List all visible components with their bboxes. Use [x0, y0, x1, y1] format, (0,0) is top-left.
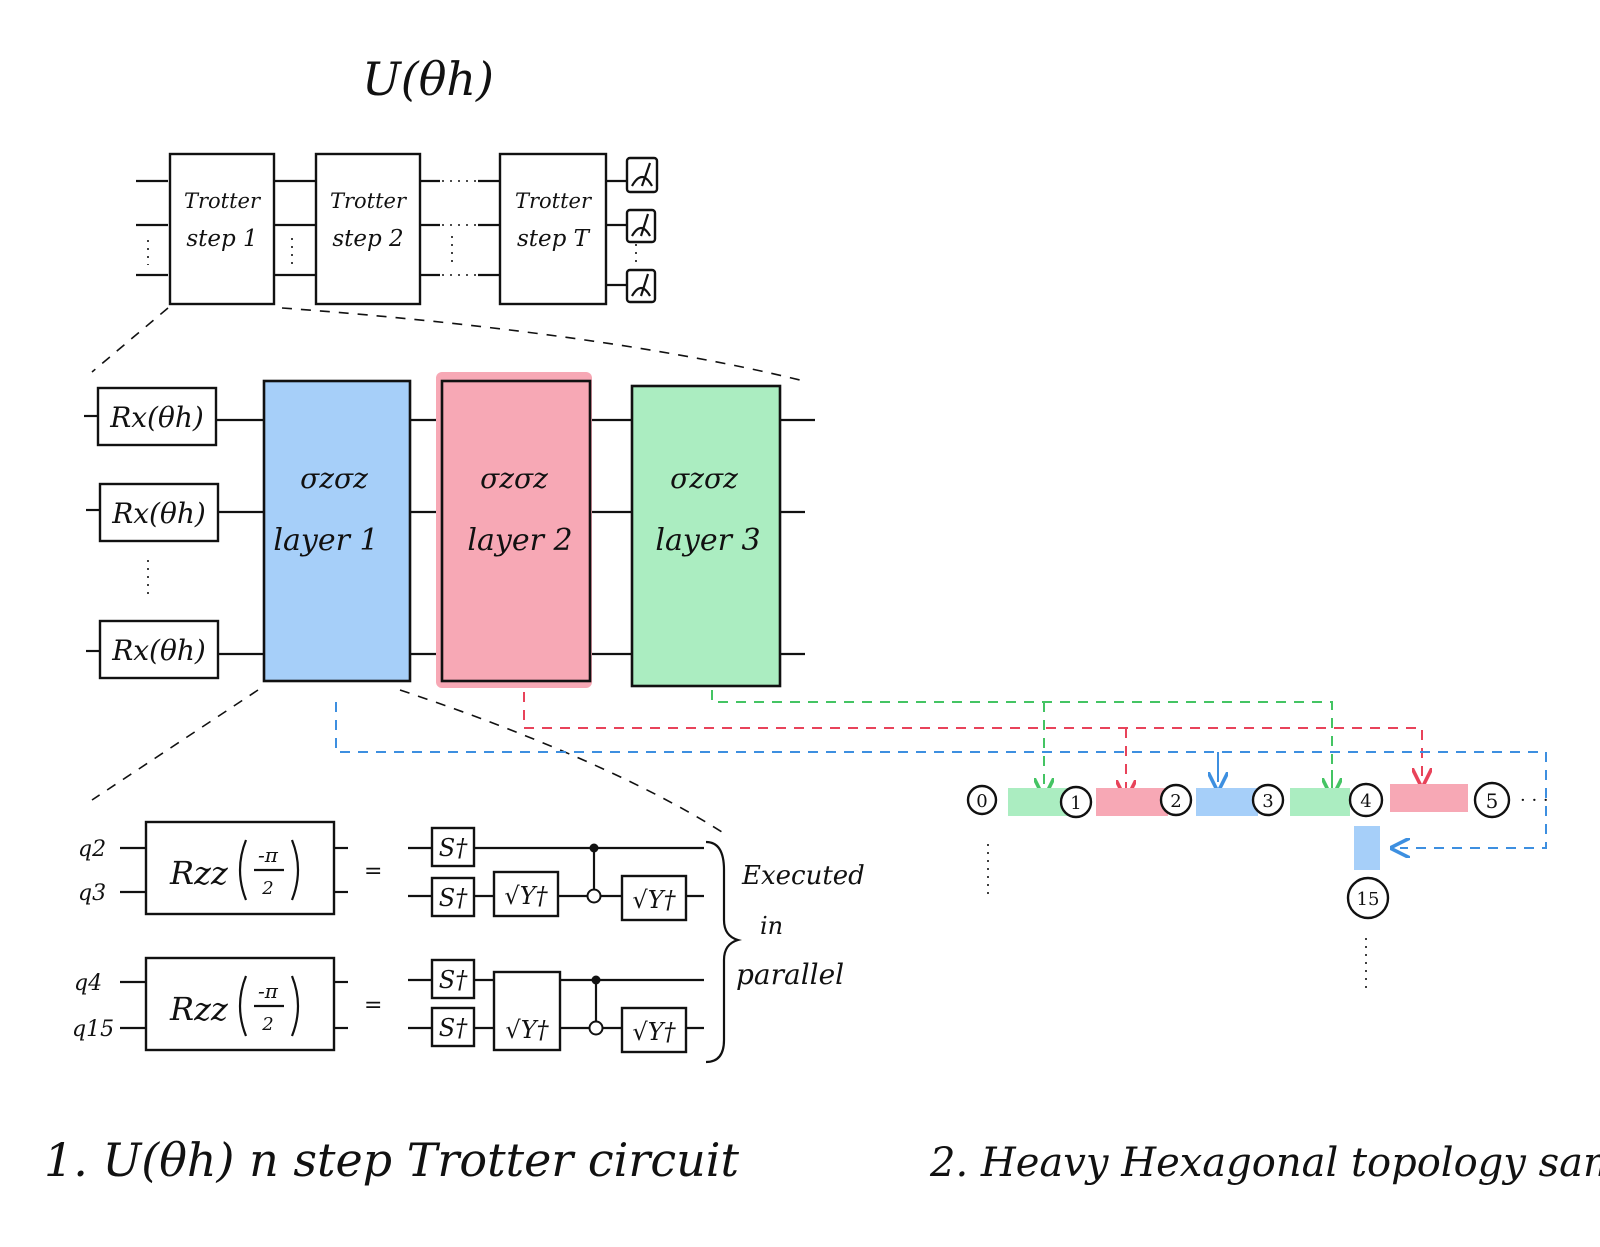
- sqrt-y-dagger-label: √Y†: [504, 882, 548, 910]
- qubit-node: 0: [966, 784, 998, 816]
- trotter-step-1-line1: Trotter: [184, 189, 262, 213]
- qubit-label: q15: [72, 1017, 114, 1042]
- trotter-step-1-line2: step 1: [186, 226, 257, 252]
- layer-mapping-arrows: [335, 690, 1547, 848]
- trotter-circuit: Trotter step 1 Trotter step 2 Trotter st…: [136, 152, 659, 306]
- qubit-node: 1: [1059, 785, 1093, 819]
- trotter-step-2: Trotter step 2: [314, 152, 422, 306]
- rx-gate-label: Rx(θh): [111, 634, 206, 667]
- equals-sign: =: [364, 859, 382, 884]
- edge-3-4: [1290, 788, 1350, 816]
- parallel-note-line2: in: [760, 912, 783, 940]
- layer-3-box: σzσz layer 3: [630, 384, 782, 688]
- sqrt-y-dagger-gate: √Y†: [492, 970, 562, 1052]
- layer-circuit: Rx(θh) Rx(θh) Rx(θh) σzσz layer 1: [84, 372, 815, 688]
- sqrt-y-dagger-gate: √Y†: [620, 874, 688, 922]
- equals-sign: =: [364, 993, 382, 1018]
- qubit-node-label: 3: [1262, 791, 1273, 812]
- rzz-gate-label: Rzz: [169, 854, 229, 892]
- layer-1-label: layer 1: [273, 523, 378, 558]
- rx-gate: Rx(θh): [98, 619, 220, 680]
- rzz-gate: Rzz -π 2: [144, 820, 336, 916]
- edge-4-5: [1390, 784, 1468, 812]
- sdg-gate-label: S†: [439, 884, 468, 912]
- cz-gate: [588, 975, 604, 1036]
- rx-gate: Rx(θh): [98, 482, 220, 543]
- layer-1-box: σzσz layer 1: [262, 379, 412, 683]
- sdg-gate-label: S†: [439, 966, 468, 994]
- edge-4-15: [1354, 826, 1380, 870]
- trotter-step-2-line2: step 2: [332, 226, 403, 252]
- trotter-step-T-line2: step T: [517, 226, 591, 252]
- rx-gate: Rx(θh): [96, 386, 218, 447]
- qubit-node: 2: [1159, 783, 1193, 817]
- parallel-note-line3: parallel: [736, 958, 844, 991]
- qubit-node-label: 5: [1486, 789, 1499, 813]
- rzz-angle-numerator: -π: [258, 979, 279, 1003]
- qubit-node: 5: [1473, 781, 1511, 819]
- rzz-angle-numerator: -π: [258, 843, 279, 867]
- qubit-node-label: 15: [1357, 889, 1380, 910]
- qubit-node-label: 1: [1070, 793, 1081, 814]
- rzz-angle-denominator: 2: [261, 1014, 273, 1035]
- trotter-step-T-line1: Trotter: [515, 189, 593, 213]
- qubit-node: 3: [1251, 783, 1285, 817]
- sdg-gate-label: S†: [439, 834, 468, 862]
- gate-decomposition: q2 q3 Rzz -π 2 = S† S†: [72, 820, 865, 1064]
- qubit-node-label: 2: [1170, 791, 1181, 812]
- trotter-step-T: Trotter step T: [498, 152, 608, 306]
- qubit-node-label: 0: [976, 791, 987, 812]
- rzz-gate: Rzz -π 2: [144, 956, 336, 1052]
- qubit-node-label: 4: [1360, 791, 1371, 812]
- measurement-icon: [625, 208, 657, 244]
- sqrt-y-dagger-label: √Y†: [632, 886, 676, 914]
- edge-2-3: [1196, 788, 1258, 816]
- caption-left: 1. U(θh) n step Trotter circuit: [44, 1133, 739, 1187]
- sdg-gate: S†: [430, 826, 476, 868]
- rzz-gate-label: Rzz: [169, 990, 229, 1028]
- cz-gate: [586, 843, 602, 904]
- measurement-icon: [625, 156, 659, 194]
- qubit-node: 4: [1348, 782, 1384, 818]
- sqrt-y-dagger-gate: √Y†: [620, 1006, 688, 1054]
- parallel-brace: [705, 840, 742, 1064]
- rx-gate-label: Rx(θh): [111, 497, 206, 530]
- layer-3-label: layer 3: [655, 523, 760, 558]
- topology-continuation: · · ·: [1520, 790, 1549, 811]
- qubit-label: q3: [78, 881, 106, 906]
- edge-1-2: [1096, 788, 1168, 816]
- sqrt-y-dagger-gate: √Y†: [492, 870, 560, 918]
- sqrt-y-dagger-label: √Y†: [505, 1016, 549, 1044]
- trotter-step-2-line1: Trotter: [330, 189, 408, 213]
- caption-right: 2. Heavy Hexagonal topology sample: [929, 1140, 1600, 1186]
- heavy-hex-topology: 0 1 2 3 4 5 15 · · ·: [966, 781, 1549, 990]
- rzz-angle-denominator: 2: [261, 878, 273, 899]
- sdg-gate-label: S†: [439, 1014, 468, 1042]
- layer-3-ops: σzσz: [670, 462, 738, 495]
- parallel-note-line1: Executed: [741, 861, 865, 891]
- rx-gate-label: Rx(θh): [109, 401, 204, 434]
- trotter-step-1: Trotter step 1: [168, 152, 276, 306]
- sqrt-y-dagger-label: √Y†: [632, 1018, 676, 1046]
- qubit-node: 15: [1346, 876, 1390, 920]
- layer-1-ops: σzσz: [300, 462, 368, 495]
- circuit-title: U(θh): [362, 52, 494, 106]
- layer-2-label: layer 2: [467, 523, 572, 558]
- sdg-gate: S†: [430, 958, 476, 1000]
- layer-2-ops: σzσz: [480, 462, 548, 495]
- measurement-icon: [625, 268, 657, 304]
- sdg-gate: S†: [430, 1006, 476, 1048]
- qubit-label: q2: [78, 837, 106, 862]
- qubit-label: q4: [74, 971, 102, 996]
- layer-2-box: σzσz layer 2: [436, 372, 592, 688]
- sdg-gate: S†: [430, 876, 476, 918]
